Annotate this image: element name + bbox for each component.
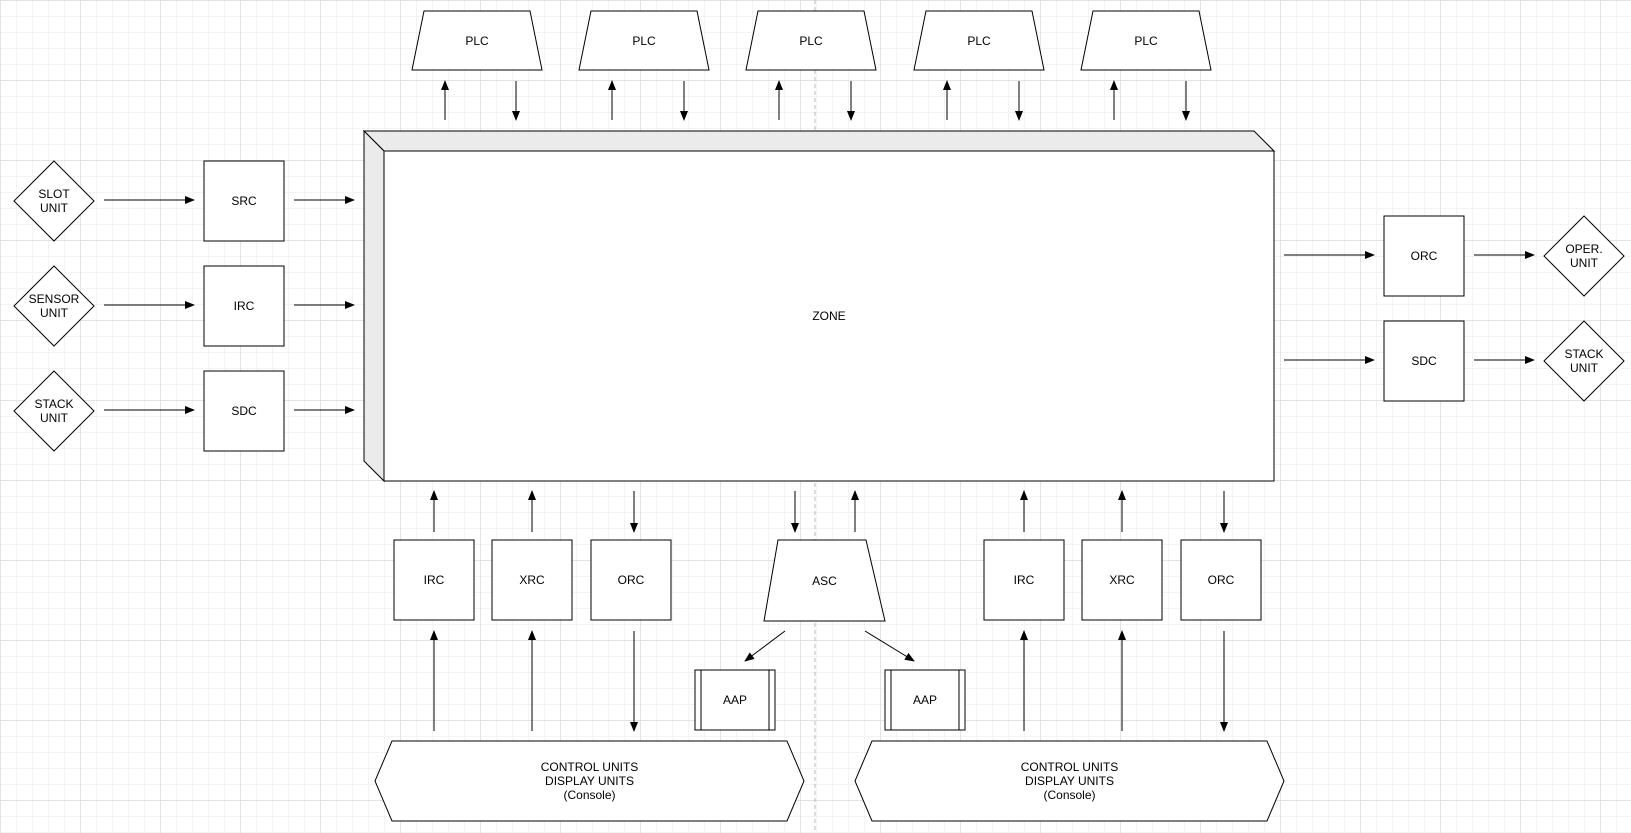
console-right-shape xyxy=(854,740,1285,822)
irc-box-bottom-left xyxy=(393,539,475,621)
sdc-box-left xyxy=(203,370,285,452)
xrc-box-bottom-right xyxy=(1081,539,1163,621)
xrc-box-bottom-left xyxy=(491,539,573,621)
src-box xyxy=(203,160,285,242)
zone-top-face xyxy=(362,130,1276,152)
plc-shape-1 xyxy=(411,10,543,71)
plc-shape-2 xyxy=(578,10,710,71)
aap-box-left xyxy=(694,669,776,731)
plc-shape-5 xyxy=(1080,10,1212,71)
aap-box-right xyxy=(884,669,966,731)
stack-unit-diamond-right xyxy=(1543,320,1625,402)
slot-unit-diamond xyxy=(13,160,95,242)
oper-unit-diamond xyxy=(1543,215,1625,297)
console-left-shape xyxy=(374,740,805,822)
zone-side-face xyxy=(363,129,385,483)
orc-box-bottom-left xyxy=(590,539,672,621)
zone-front-face xyxy=(383,150,1275,482)
orc-box-right xyxy=(1383,215,1465,297)
arrow-asc-to-aap-left xyxy=(744,630,786,662)
asc-shape xyxy=(763,539,886,622)
stack-unit-diamond-left xyxy=(13,370,95,452)
irc-box-bottom-right xyxy=(983,539,1065,621)
sensor-unit-diamond xyxy=(13,265,95,347)
plc-shape-3 xyxy=(745,10,877,71)
sdc-box-right xyxy=(1383,320,1465,402)
irc-box-left xyxy=(203,265,285,347)
plc-shape-4 xyxy=(913,10,1045,71)
orc-box-bottom-right xyxy=(1180,539,1262,621)
arrow-asc-to-aap-right xyxy=(864,630,915,662)
